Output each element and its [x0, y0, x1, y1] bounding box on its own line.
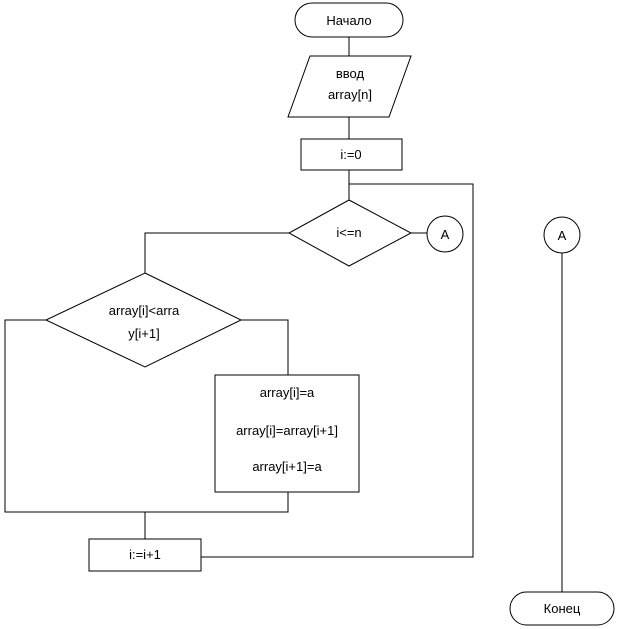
swap-process-box	[214, 374, 360, 493]
connector-a-near: A	[426, 215, 464, 253]
line-compare-no-branch	[4, 319, 145, 513]
input-label-line2: array[n]	[328, 87, 372, 102]
compare-label-line2: y[i+1]	[128, 326, 159, 341]
increment-block: i:=i+1	[88, 538, 202, 572]
end-label: Конец	[544, 601, 581, 616]
compare-label-line1: array[i]<arra	[109, 303, 180, 318]
connector-a-far-label: A	[558, 228, 567, 243]
init-label: i:=0	[340, 147, 361, 162]
compare-condition: array[i]<arra y[i+1]	[44, 272, 243, 368]
line-loop-back	[201, 183, 474, 558]
connector-a-near-label: A	[441, 227, 450, 242]
init-block: i:=0	[300, 138, 403, 171]
line-condition-to-compare	[144, 232, 289, 273]
loop-condition-diamond	[287, 199, 413, 267]
input-block: ввод array[n]	[287, 55, 412, 118]
connector-lines	[4, 37, 563, 592]
start-terminator: Начало	[294, 2, 404, 38]
connector-a-near-circle	[426, 215, 464, 253]
input-parallelogram	[287, 55, 412, 118]
end-terminator-shape	[509, 591, 615, 626]
start-terminator-shape	[294, 2, 404, 38]
end-terminator: Конец	[509, 591, 615, 626]
start-label: Начало	[326, 13, 371, 28]
swap-block: array[i]=a array[i]=array[i+1] array[i+1…	[214, 374, 360, 493]
connector-a-far-circle	[543, 216, 581, 254]
connector-a-far: A	[543, 216, 581, 254]
line-swap-to-merge	[145, 492, 289, 513]
init-process-box	[300, 138, 403, 171]
increment-label: i:=i+1	[129, 547, 161, 562]
input-label-line1: ввод	[336, 66, 365, 81]
compare-diamond	[44, 272, 243, 368]
swap-label-line3: array[i+1]=a	[252, 459, 322, 474]
loop-condition-label: i<=n	[336, 225, 361, 240]
swap-label-line2: array[i]=array[i+1]	[236, 423, 338, 438]
increment-process-box	[88, 538, 202, 572]
swap-label-line1: array[i]=a	[260, 385, 315, 400]
loop-condition: i<=n	[287, 199, 413, 267]
line-compare-yes-branch	[241, 319, 289, 375]
